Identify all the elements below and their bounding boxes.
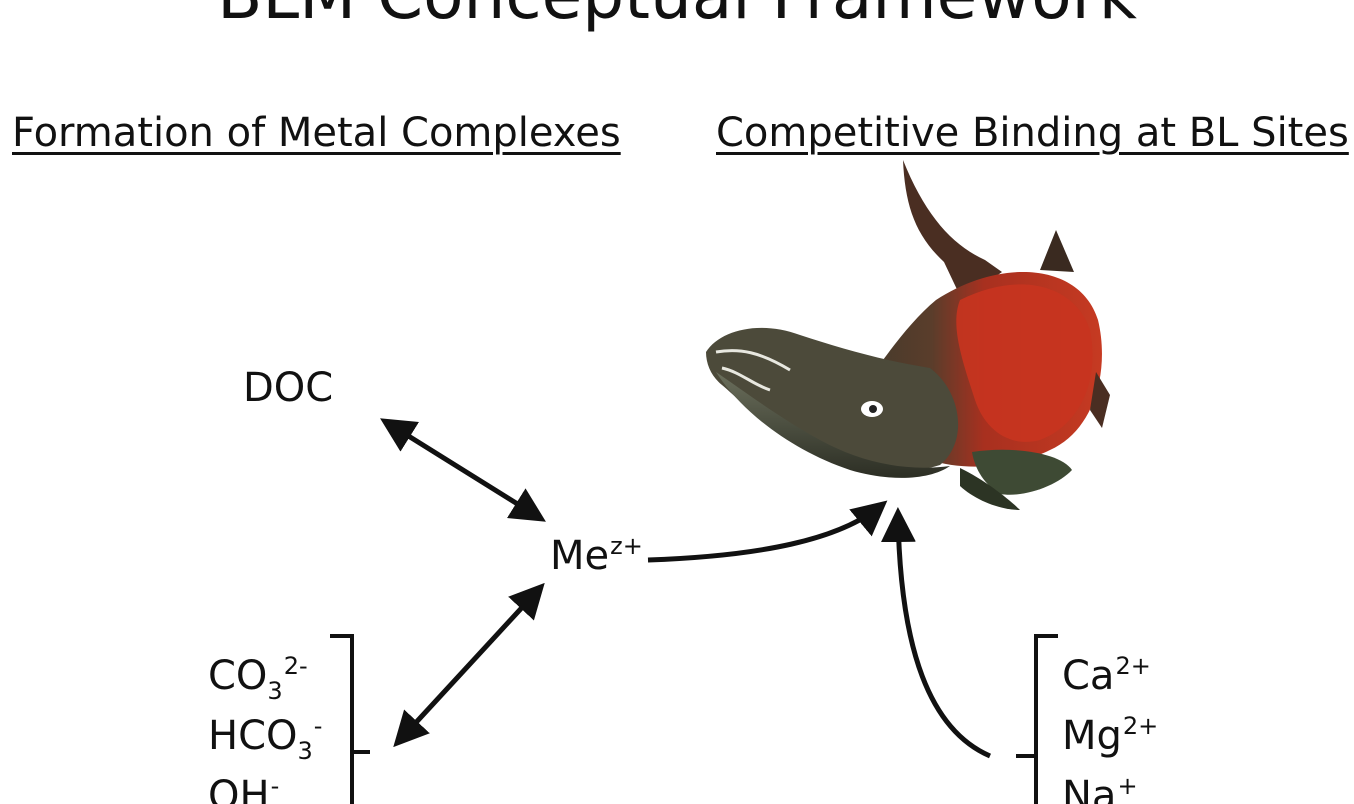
node-cation-sodium: Na+ <box>1062 772 1138 804</box>
ligand-base: OH <box>208 773 270 804</box>
page-title: BLM Conceptual Framework <box>0 0 1354 36</box>
node-ligand-carbonate: CO32- <box>208 652 308 705</box>
node-cation-magnesium: Mg2+ <box>1062 712 1158 765</box>
cation-base: Ca <box>1062 653 1115 699</box>
ligand-subscript: 3 <box>297 737 313 765</box>
cation-charge: 2+ <box>1115 652 1151 680</box>
arrow-cations-fish <box>880 507 991 759</box>
arrow-metal-fish <box>647 500 888 563</box>
node-cation-calcium: Ca2+ <box>1062 652 1151 705</box>
node-metal-ion: Mez+ <box>550 532 643 585</box>
arrow-ligands-metal <box>393 582 545 748</box>
cation-charge: + <box>1117 772 1138 800</box>
heading-metal-complexes: Formation of Metal Complexes <box>12 110 621 156</box>
ligand-charge: - <box>270 772 280 800</box>
fish-icon <box>706 160 1110 510</box>
ligand-charge: - <box>313 712 323 740</box>
heading-competitive-binding: Competitive Binding at BL Sites <box>716 110 1349 156</box>
ligand-subscript: 3 <box>267 677 283 705</box>
cation-base: Na <box>1062 773 1117 804</box>
ligand-base: CO <box>208 653 268 699</box>
metal-charge: z+ <box>610 532 643 560</box>
bracket-ligands <box>330 634 370 804</box>
ligand-charge: 2- <box>283 652 308 680</box>
cation-base: Mg <box>1062 713 1122 759</box>
node-ligand-hydroxide: OH- <box>208 772 279 804</box>
cation-charge: 2+ <box>1122 712 1159 740</box>
metal-symbol: Me <box>550 533 610 579</box>
arrow-doc-metal <box>380 418 546 522</box>
bracket-cations <box>1016 634 1058 804</box>
node-doc: DOC <box>243 365 334 411</box>
node-ligand-bicarbonate: HCO3- <box>208 712 322 765</box>
ligand-base: HCO <box>208 713 298 759</box>
